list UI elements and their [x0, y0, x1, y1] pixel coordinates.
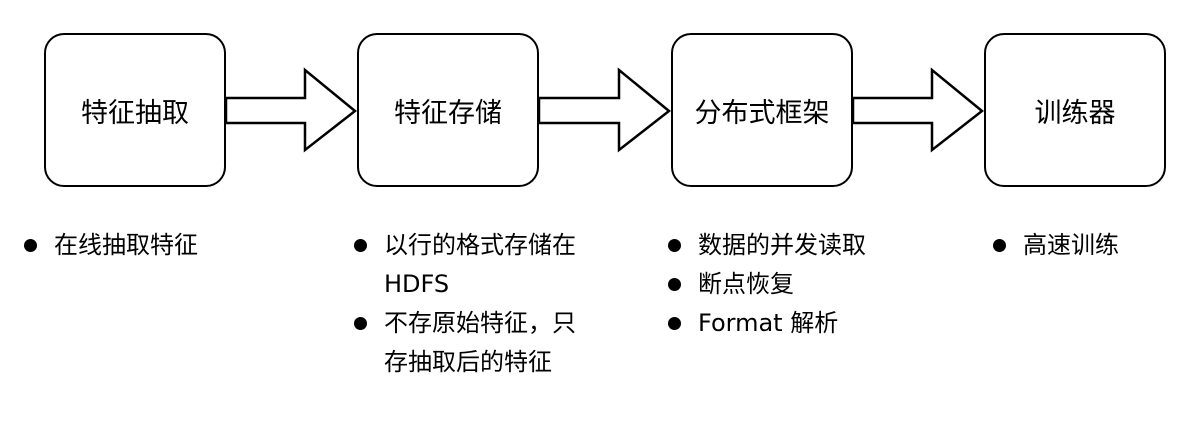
bullet-icon — [993, 239, 1006, 252]
bullet-icon — [24, 239, 37, 252]
list-item: 高速训练 — [993, 226, 1196, 265]
bullet-icon — [668, 278, 681, 291]
list-item: 数据的并发读取 — [668, 226, 908, 265]
bullet-list-feature-extraction: 在线抽取特征 — [24, 226, 264, 265]
bullet-icon — [354, 239, 367, 252]
list-item: 在线抽取特征 — [24, 226, 264, 265]
list-item: 断点恢复 — [668, 265, 908, 304]
bullet-icon — [668, 239, 681, 252]
stage-box-distributed-framework: 分布式框架 — [671, 33, 853, 187]
stage-box-feature-extraction: 特征抽取 — [44, 33, 226, 187]
stage-label: 特征抽取 — [81, 97, 189, 129]
arrow-2 — [537, 67, 672, 153]
stage-box-feature-storage: 特征存储 — [357, 33, 539, 187]
list-item: Format 解析 — [668, 304, 908, 343]
stage-label: 分布式框架 — [694, 97, 830, 129]
arrow-1 — [224, 67, 358, 153]
bullet-list-feature-storage: 以行的格式存储在 HDFS 不存原始特征，只存抽取后的特征 — [354, 226, 594, 382]
stage-label: 特征存储 — [394, 97, 502, 129]
bullet-icon — [668, 317, 681, 330]
list-item: 不存原始特征，只存抽取后的特征 — [354, 304, 594, 382]
bullet-list-distributed-framework: 数据的并发读取 断点恢复 Format 解析 — [668, 226, 908, 343]
bullet-icon — [354, 317, 367, 330]
stage-label: 训练器 — [1034, 97, 1116, 129]
arrow-3 — [851, 67, 985, 153]
bullet-list-trainer: 高速训练 — [993, 226, 1196, 265]
list-item: 以行的格式存储在 HDFS — [354, 226, 594, 304]
stage-box-trainer: 训练器 — [984, 33, 1166, 187]
